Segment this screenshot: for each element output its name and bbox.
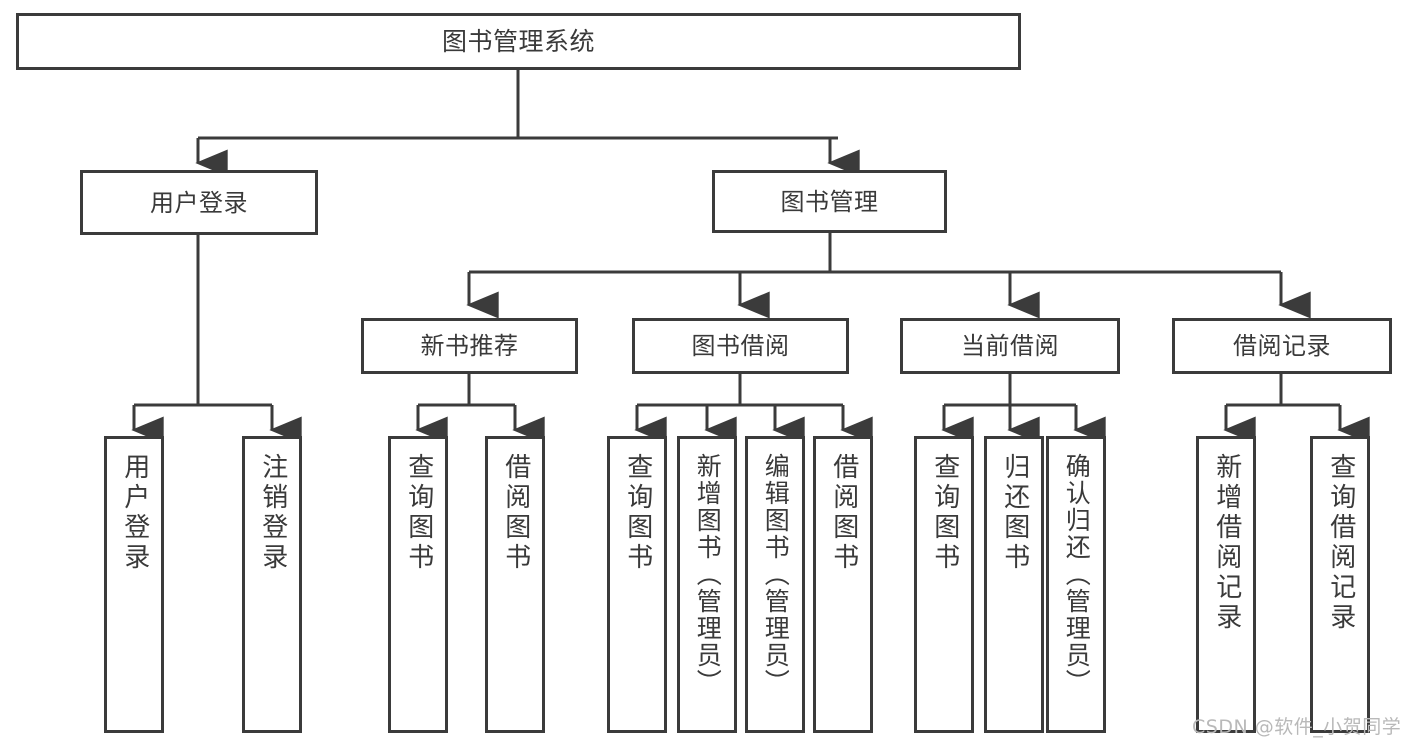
node-user-login-label: 用户登录 (150, 188, 248, 217)
node-root-label: 图书管理系统 (441, 27, 595, 56)
node-leaf-edit-book-label: 编辑图书（管理员） (761, 453, 791, 696)
node-leaf-borrow-book-rec[interactable]: 借阅图书 (485, 436, 545, 733)
node-leaf-confirm-return-label: 确认归还（管理员） (1062, 453, 1092, 696)
node-leaf-add-book[interactable]: 新增图书（管理员） (677, 436, 737, 733)
node-leaf-user-logout[interactable]: 注销登录 (242, 436, 302, 733)
node-leaf-query-book-borrow[interactable]: 查询图书 (607, 436, 667, 733)
node-leaf-borrow-book[interactable]: 借阅图书 (813, 436, 873, 733)
node-user-login[interactable]: 用户登录 (80, 170, 318, 235)
node-leaf-add-book-label: 新增图书（管理员） (693, 453, 723, 696)
node-leaf-query-book-borrow-label: 查询图书 (622, 453, 653, 573)
node-book-manage[interactable]: 图书管理 (712, 170, 947, 233)
node-borrow-record-label: 借阅记录 (1233, 332, 1331, 360)
node-leaf-edit-book[interactable]: 编辑图书（管理员） (745, 436, 805, 733)
node-leaf-borrow-book-label: 借阅图书 (828, 453, 859, 573)
node-leaf-query-book-rec[interactable]: 查询图书 (388, 436, 448, 733)
node-borrow-record[interactable]: 借阅记录 (1172, 318, 1392, 374)
node-leaf-borrow-book-rec-label: 借阅图书 (500, 453, 531, 573)
node-leaf-query-book-cur[interactable]: 查询图书 (914, 436, 974, 733)
node-leaf-query-record-label: 查询借阅记录 (1325, 453, 1356, 633)
csdn-watermark: CSDN @软件_小贺同学 (1192, 716, 1402, 738)
node-leaf-confirm-return[interactable]: 确认归还（管理员） (1046, 436, 1106, 733)
node-leaf-return-book-label: 归还图书 (999, 453, 1030, 573)
node-book-borrow-label: 图书借阅 (691, 332, 790, 360)
node-book-manage-label: 图书管理 (780, 187, 879, 216)
node-leaf-add-record-label: 新增借阅记录 (1211, 453, 1242, 633)
node-leaf-query-book-cur-label: 查询图书 (929, 453, 960, 573)
node-book-borrow[interactable]: 图书借阅 (632, 318, 849, 374)
node-leaf-query-record[interactable]: 查询借阅记录 (1310, 436, 1370, 733)
node-leaf-user-logout-label: 注销登录 (257, 453, 288, 573)
node-current-borrow-label: 当前借阅 (961, 332, 1059, 360)
node-leaf-add-record[interactable]: 新增借阅记录 (1196, 436, 1256, 733)
node-new-book-rec-label: 新书推荐 (420, 332, 519, 360)
node-new-book-rec[interactable]: 新书推荐 (361, 318, 578, 374)
node-current-borrow[interactable]: 当前借阅 (900, 318, 1120, 374)
node-leaf-return-book[interactable]: 归还图书 (984, 436, 1044, 733)
node-leaf-user-login-label: 用户登录 (119, 453, 150, 573)
node-root[interactable]: 图书管理系统 (16, 13, 1021, 70)
node-leaf-user-login[interactable]: 用户登录 (104, 436, 164, 733)
node-leaf-query-book-rec-label: 查询图书 (403, 453, 434, 573)
